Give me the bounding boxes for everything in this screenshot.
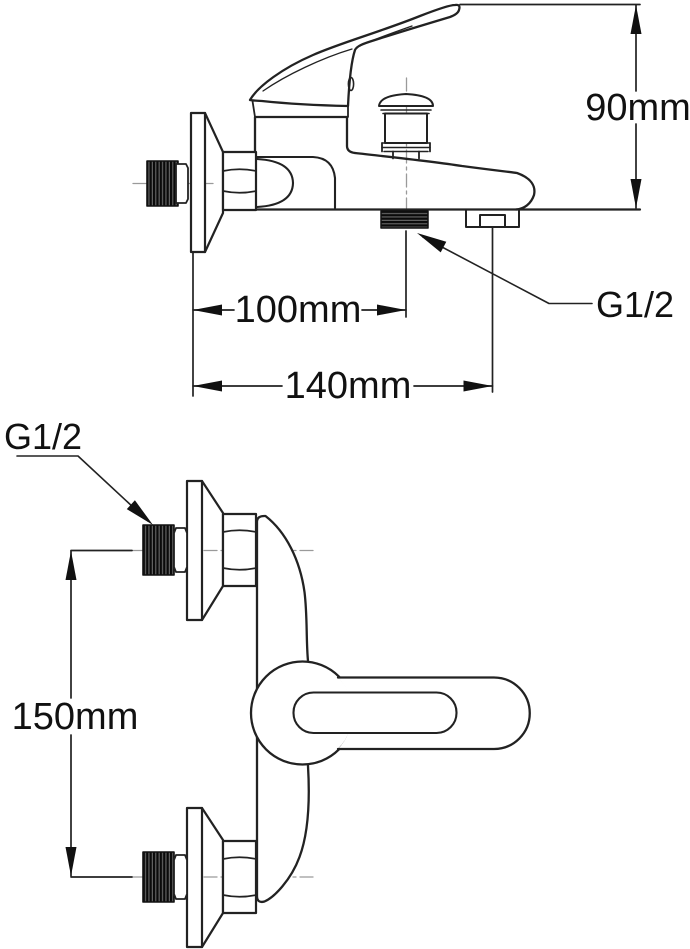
handle-neck-lines [251, 100, 349, 118]
thread-callout-top: G1/2 [417, 233, 674, 325]
handle-crease-line [359, 25, 413, 47]
lower-connector [142, 806, 258, 949]
lever-handle [248, 3, 461, 108]
dimension-140mm: 140mm [192, 227, 494, 407]
upper-thread [142, 524, 175, 576]
valve-body-bump [255, 157, 295, 209]
lower-nut [221, 839, 258, 915]
mounting-nut-facets [222, 168, 257, 194]
dim-90mm-label: 90mm [585, 87, 690, 129]
spout-outlet-box [465, 209, 520, 228]
diverter-cap [378, 93, 434, 107]
side-view-drawing: 90mm 100mm 140mm G1/2 [132, 3, 690, 407]
upper-nut [221, 512, 258, 588]
upper-connector [142, 479, 258, 622]
wall-flange-cone [203, 111, 225, 254]
upper-flange-plate [185, 479, 204, 622]
diverter-stem [381, 142, 431, 160]
spout-outline [353, 151, 536, 211]
dimension-150mm: 150mm [12, 549, 139, 878]
inlet-thread [146, 160, 179, 207]
wall-flange-plate [189, 111, 207, 254]
diverter-base-rims [381, 142, 431, 153]
dim-140mm-label: 140mm [285, 365, 412, 407]
mounting-nut [221, 150, 258, 212]
dimension-100mm: 100mm [192, 230, 407, 397]
spout-outlet-inner [479, 214, 506, 228]
body-inner-line [254, 155, 337, 210]
lower-nut-facets [222, 856, 257, 898]
lower-thread [142, 851, 175, 903]
upper-cap-ring [173, 527, 188, 573]
handle-accent-line [262, 48, 353, 92]
lever-front-inner [292, 691, 458, 735]
lever-front-outline [336, 676, 531, 751]
dim-100mm-label: 100mm [235, 289, 362, 331]
lower-flange-plate [185, 806, 204, 949]
dim-150mm-label: 150mm [12, 696, 139, 738]
thread-label-bottom: G1/2 [4, 416, 82, 457]
front-view-drawing: 150mm G1/2 [4, 416, 531, 949]
shower-outlet-thread [380, 210, 429, 229]
body-block [253, 115, 357, 155]
thread-callout-bottom: G1/2 [4, 416, 153, 525]
dimension-90mm: 90mm [459, 3, 690, 209]
handle-screw-cover [347, 76, 355, 92]
upper-nut-facets [222, 529, 257, 571]
lower-cap-ring [173, 854, 188, 900]
thread-label-top: G1/2 [596, 284, 674, 325]
inlet-cap-ring [175, 163, 189, 204]
diverter-body [384, 112, 428, 144]
